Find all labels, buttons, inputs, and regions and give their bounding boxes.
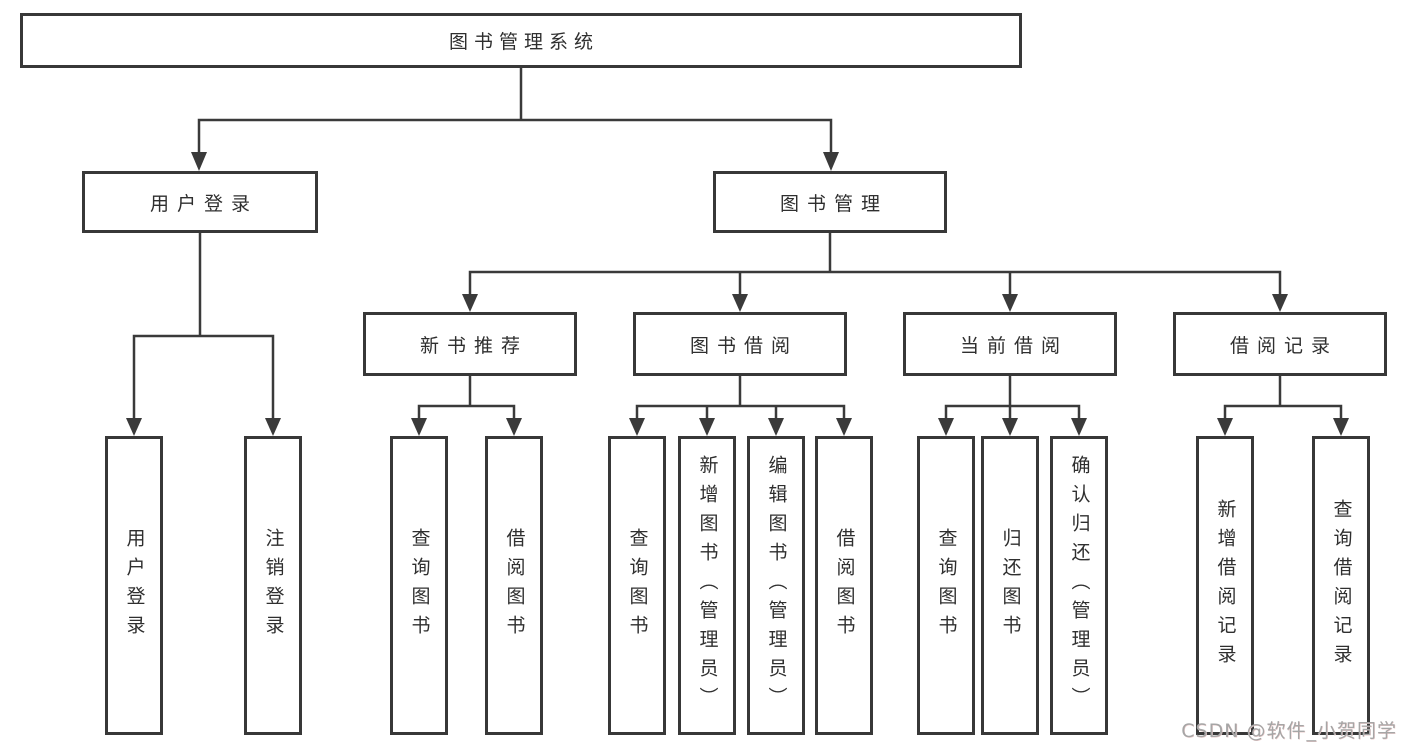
leaf-query-books-current: 查询图书	[917, 436, 975, 735]
leaf-borrow-books-recommend: 借阅图书	[485, 436, 543, 735]
leaf-query-books-recommend-label: 查询图书	[408, 527, 431, 644]
node-user-login-label: 用户登录	[149, 192, 258, 215]
leaf-logout: 注销登录	[244, 436, 302, 735]
leaf-return-books-label: 归还图书	[999, 527, 1022, 644]
node-new-book-recommend: 新书推荐	[363, 312, 577, 376]
leaf-borrow-books: 借阅图书	[815, 436, 873, 735]
leaf-confirm-return-admin: 确认归还（管理员）	[1050, 436, 1108, 735]
connector-paths	[132, 68, 1343, 418]
watermark: CSDN @软件_小贺同学	[1181, 720, 1397, 742]
node-borrow-records-label: 借阅记录	[1229, 334, 1338, 357]
node-current-borrow: 当前借阅	[903, 312, 1117, 376]
leaf-borrow-books-label: 借阅图书	[833, 527, 856, 644]
leaf-confirm-return-admin-label: 确认归还（管理员）	[1068, 455, 1091, 716]
node-book-management: 图书管理	[713, 171, 947, 233]
node-user-login: 用户登录	[82, 171, 318, 233]
node-book-borrow-label: 图书借阅	[689, 334, 798, 357]
leaf-query-books-current-label: 查询图书	[935, 527, 958, 644]
leaf-add-books-admin: 新增图书（管理员）	[678, 436, 736, 735]
leaf-logout-label: 注销登录	[262, 527, 285, 644]
leaf-query-books-borrow-label: 查询图书	[626, 527, 649, 644]
node-book-borrow: 图书借阅	[633, 312, 847, 376]
leaf-query-borrow-record: 查询借阅记录	[1312, 436, 1370, 735]
leaf-add-borrow-record: 新增借阅记录	[1196, 436, 1254, 735]
leaf-add-borrow-record-label: 新增借阅记录	[1214, 498, 1237, 673]
leaf-edit-books-admin-label: 编辑图书（管理员）	[765, 455, 788, 716]
node-current-borrow-label: 当前借阅	[959, 334, 1068, 357]
leaf-add-books-admin-label: 新增图书（管理员）	[696, 455, 719, 716]
leaf-query-books-recommend: 查询图书	[390, 436, 448, 735]
leaf-return-books: 归还图书	[981, 436, 1039, 735]
arrowhead-icons	[126, 152, 1349, 436]
leaf-borrow-books-recommend-label: 借阅图书	[503, 527, 526, 644]
leaf-user-login-label: 用户登录	[123, 527, 146, 644]
node-new-book-recommend-label: 新书推荐	[419, 334, 528, 357]
node-root: 图书管理系统	[20, 13, 1022, 68]
node-borrow-records: 借阅记录	[1173, 312, 1387, 376]
node-book-management-label: 图书管理	[779, 192, 888, 215]
leaf-query-borrow-record-label: 查询借阅记录	[1330, 498, 1353, 673]
leaf-edit-books-admin: 编辑图书（管理员）	[747, 436, 805, 735]
node-root-label: 图书管理系统	[448, 31, 599, 53]
leaf-query-books-borrow: 查询图书	[608, 436, 666, 735]
leaf-user-login: 用户登录	[105, 436, 163, 735]
